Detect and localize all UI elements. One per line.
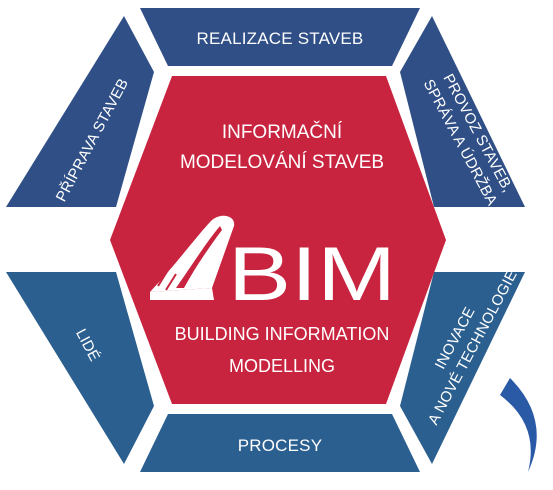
swoosh-decoration — [500, 378, 537, 472]
center-subtitle-line1: BUILDING INFORMATION — [175, 324, 390, 344]
segment-top — [140, 8, 420, 66]
bim-logo-text: BIM — [228, 232, 396, 317]
segment-bottom — [140, 414, 420, 472]
center-subtitle-line2: MODELLING — [229, 356, 335, 376]
center-title-line2: MODELOVÁNÍ STAVEB — [180, 152, 384, 173]
center-title-line1: INFORMAČNÍ — [222, 121, 343, 143]
segment-bottom-label: PROCESY — [238, 436, 323, 455]
segment-lower-right — [400, 272, 525, 464]
segment-upper-left — [6, 16, 154, 207]
segment-top-label: REALIZACE STAVEB — [197, 29, 364, 48]
segment-upper-right — [400, 16, 525, 207]
road-icon — [150, 215, 235, 300]
center-hexagon — [110, 76, 446, 404]
segment-lower-left — [6, 272, 154, 464]
